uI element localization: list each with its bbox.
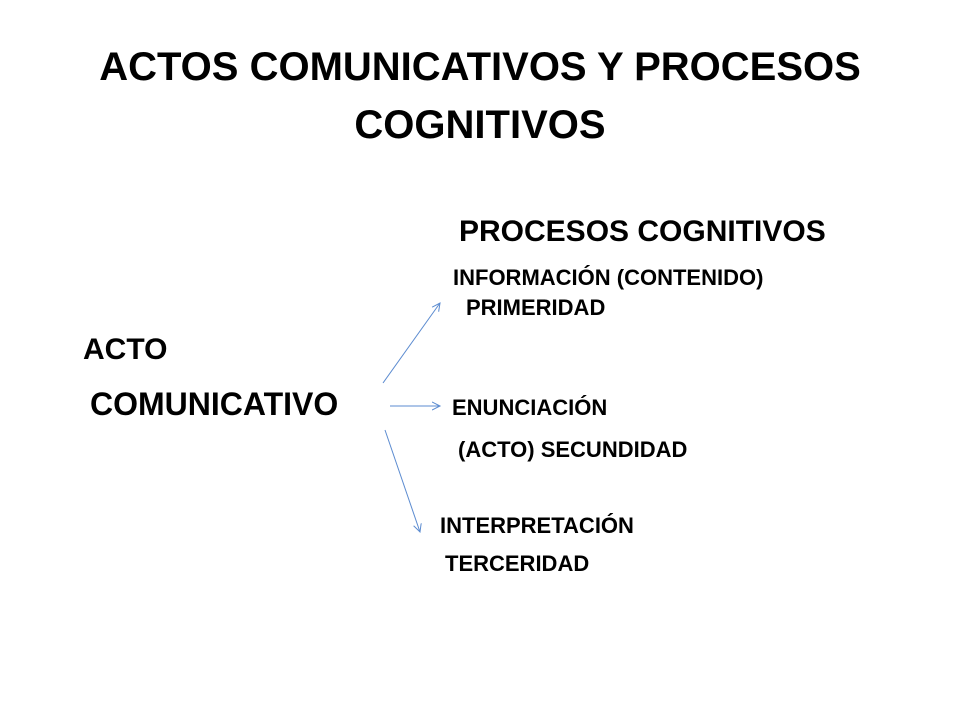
slide-title-line-1: ACTOS COMUNICATIVOS Y PROCESOS bbox=[99, 45, 861, 89]
branch-enunciation-label: ENUNCIACIÓN bbox=[452, 395, 608, 420]
branch-information-label: INFORMACIÓN (CONTENIDO) bbox=[453, 265, 764, 290]
arrow-to-information bbox=[382, 303, 440, 384]
processes-heading: PROCESOS COGNITIVOS bbox=[459, 215, 826, 248]
source-label-line-1: ACTO bbox=[83, 333, 168, 366]
arrow-to-interpretation bbox=[384, 429, 420, 532]
slide-title: ACTOS COMUNICATIVOS Y PROCESOS COGNITIVO… bbox=[40, 38, 920, 154]
branch-interpretation-label: INTERPRETACIÓN bbox=[440, 513, 634, 538]
slide-title-line-2: COGNITIVOS bbox=[354, 103, 606, 147]
source-label-line-2: COMUNICATIVO bbox=[90, 386, 339, 422]
branch-information-sublabel: PRIMERIDAD bbox=[466, 295, 606, 320]
branch-enunciation-sublabel: (ACTO) SECUNDIDAD bbox=[458, 437, 688, 462]
branch-interpretation-sublabel: TERCERIDAD bbox=[445, 551, 590, 576]
